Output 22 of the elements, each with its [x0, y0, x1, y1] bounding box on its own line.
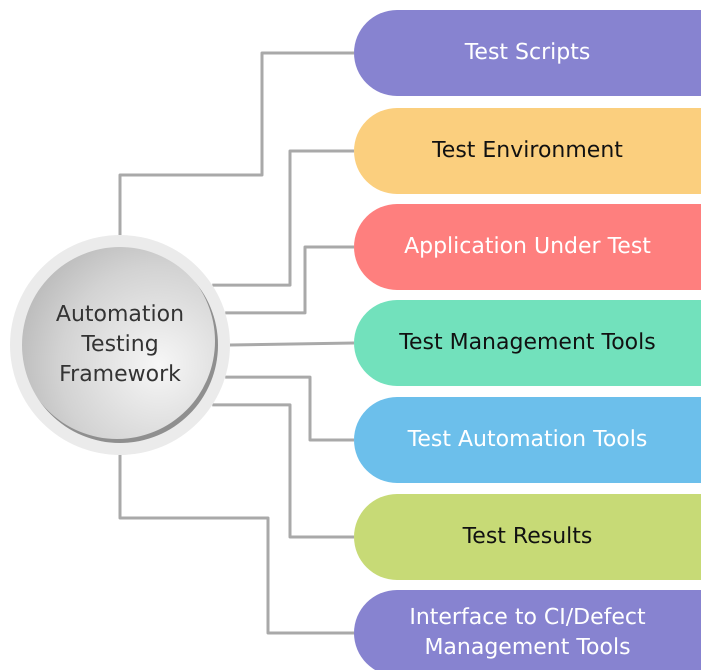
connector-line — [212, 150, 354, 287]
topic-label: Test Management Tools — [399, 329, 656, 357]
topic-pill — [354, 590, 701, 670]
topic-label: Application Under Test — [404, 233, 651, 261]
connector-line — [225, 376, 354, 442]
connector-line — [230, 342, 354, 346]
hub-title: Automation Testing Framework — [54, 301, 186, 389]
topic-label: Test Automation Tools — [408, 426, 648, 454]
connector-line — [118, 52, 354, 235]
topic-label: Test Environment — [432, 137, 623, 165]
topic-pill — [354, 494, 701, 580]
topic-pill — [354, 300, 701, 386]
topic-pill — [354, 10, 701, 96]
topic-pill — [354, 397, 701, 483]
connector-line — [118, 455, 354, 634]
topic-label: Interface to CI/Defect Management Tools — [408, 604, 647, 662]
topic-pill — [354, 204, 701, 290]
connector-line — [212, 403, 354, 538]
topic-label: Test Scripts — [464, 39, 590, 67]
topic-pill — [354, 108, 701, 194]
connector-line — [225, 246, 354, 314]
topic-label: Test Results — [462, 523, 592, 551]
